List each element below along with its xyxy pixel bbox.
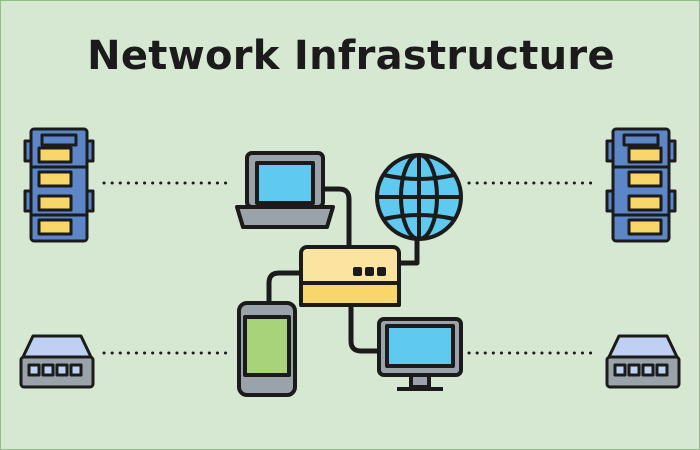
laptop-icon — [235, 151, 335, 229]
cable-router-monitor — [348, 302, 382, 354]
server-rack-icon-left — [23, 127, 95, 243]
network-switch-icon-left — [19, 334, 95, 389]
page-title: Network Infrastructure — [87, 33, 615, 79]
globe-icon — [375, 153, 463, 241]
cables — [266, 186, 420, 354]
router-icon — [299, 245, 401, 307]
desktop-monitor-icon — [377, 317, 463, 391]
cable-globe-router — [396, 238, 420, 266]
server-rack-icon-right — [605, 127, 677, 243]
network-switch-icon-right — [605, 334, 681, 389]
cable-laptop-router — [322, 186, 352, 254]
smartphone-icon — [237, 301, 297, 397]
cable-phone-router — [266, 270, 306, 306]
